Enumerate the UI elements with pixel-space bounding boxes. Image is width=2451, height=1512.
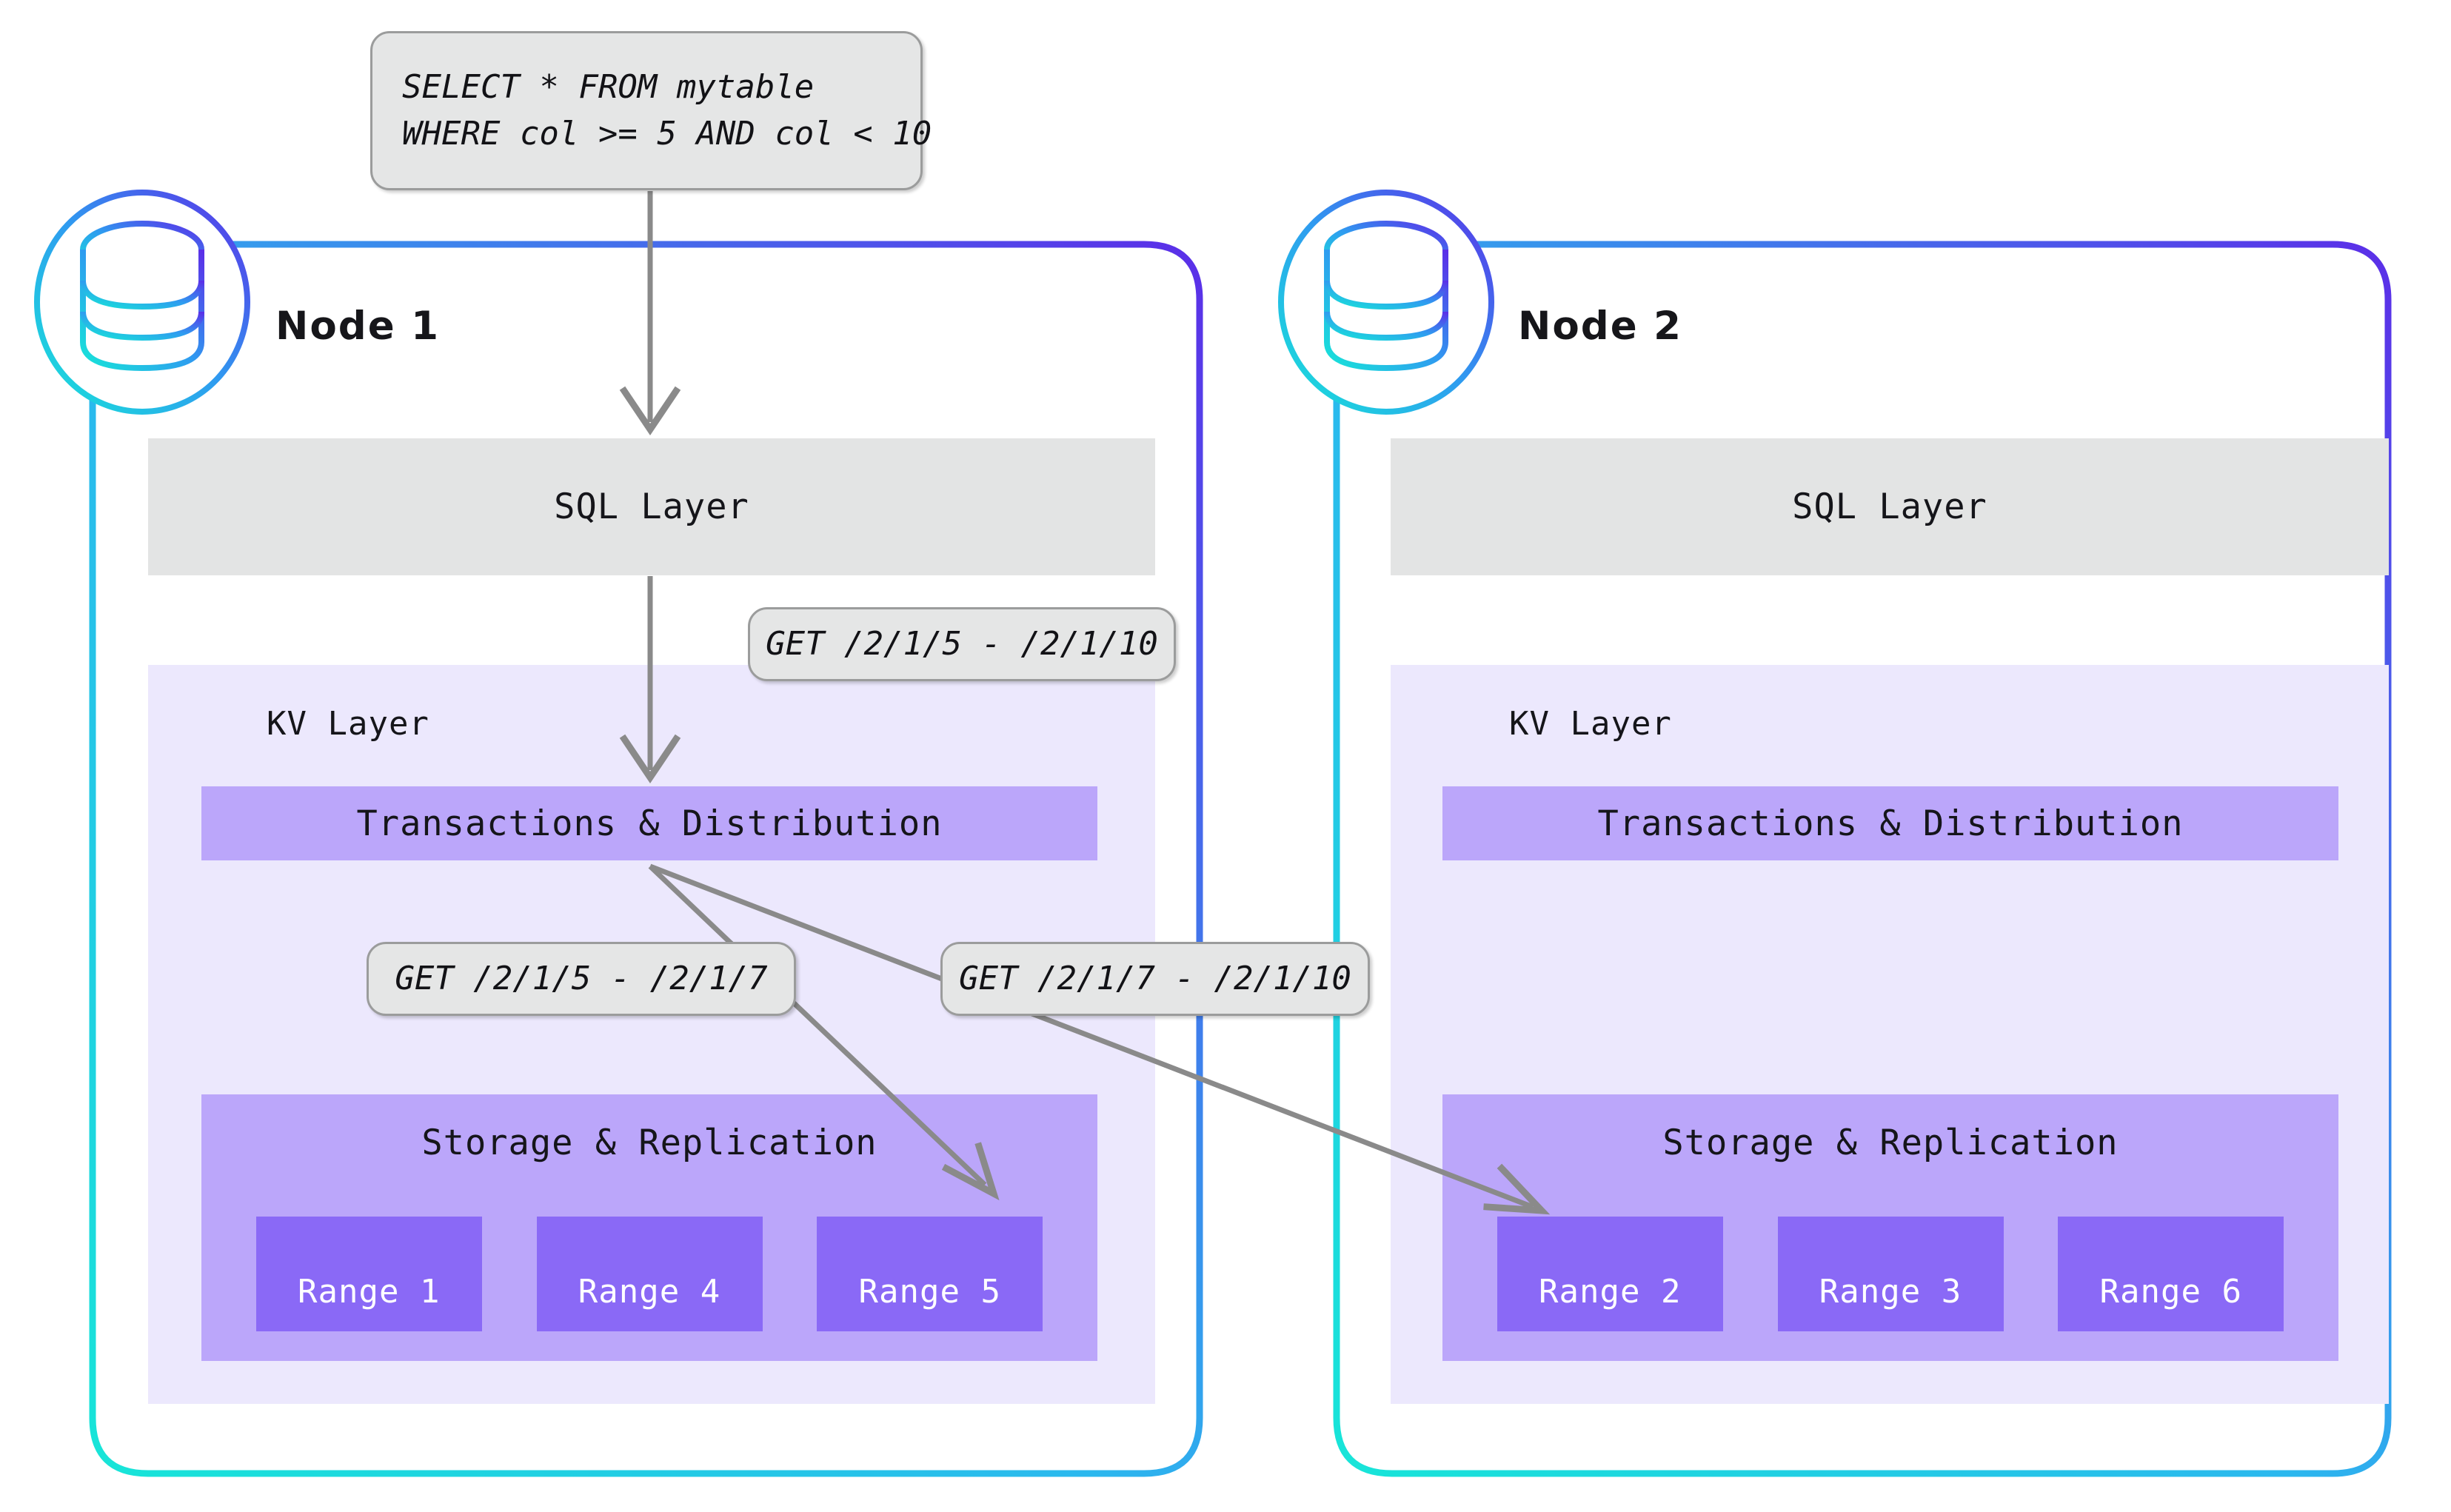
- range-box[interactable]: Range 1: [255, 1217, 482, 1331]
- sql-query-line-1: SELECT * FROM mytable: [402, 68, 815, 107]
- node-2-sql-layer: SQL Layer: [1391, 438, 2389, 575]
- callout-kv-to-local-range: GET /2/1/5 - /2/1/7: [367, 942, 796, 1016]
- node-1-title: Node 1: [275, 304, 440, 349]
- callout-sql-to-kv: GET /2/1/5 - /2/1/10: [748, 607, 1176, 681]
- range-box[interactable]: Range 5: [817, 1217, 1043, 1331]
- range-box[interactable]: Range 2: [1497, 1217, 1723, 1331]
- node-1-storage-label: Storage & Replication: [421, 1123, 877, 1163]
- range-box[interactable]: Range 4: [536, 1217, 763, 1331]
- node-2-range-row: Range 2 Range 3 Range 6: [1442, 1217, 2338, 1331]
- node-2-storage-label: Storage & Replication: [1662, 1123, 2119, 1163]
- node-1-sql-layer-label: SQL Layer: [554, 486, 749, 527]
- node-2-storage-box: Storage & Replication Range 2 Range 3 Ra…: [1442, 1094, 2338, 1361]
- node-1-kv-layer-label: KV Layer: [267, 705, 429, 743]
- node-1-range-row: Range 1 Range 4 Range 5: [201, 1217, 1097, 1331]
- sql-query-line-2: WHERE col >= 5 AND col < 10: [402, 114, 932, 153]
- node-1-transactions-bar: Transactions & Distribution: [201, 786, 1097, 860]
- node-1-database-icon: [34, 190, 250, 415]
- sql-query-bubble: SELECT * FROM mytable WHERE col >= 5 AND…: [370, 31, 932, 190]
- node-1-sql-layer: SQL Layer: [148, 438, 1155, 575]
- callout-kv-to-remote-range: GET /2/1/7 - /2/1/10: [940, 942, 1370, 1016]
- node-2-kv-layer-label: KV Layer: [1509, 705, 1672, 743]
- node-2-transactions-label: Transactions & Distribution: [1597, 803, 2184, 844]
- range-box[interactable]: Range 6: [2058, 1217, 2284, 1331]
- node-2-database-icon: [1278, 190, 1494, 415]
- range-box[interactable]: Range 3: [1777, 1217, 2004, 1331]
- node-1-storage-box: Storage & Replication Range 1 Range 4 Ra…: [201, 1094, 1097, 1361]
- node-1-transactions-label: Transactions & Distribution: [356, 803, 943, 844]
- node-2-title: Node 2: [1518, 304, 1682, 349]
- node-2-sql-layer-label: SQL Layer: [1792, 486, 1987, 527]
- node-2-transactions-bar: Transactions & Distribution: [1442, 786, 2338, 860]
